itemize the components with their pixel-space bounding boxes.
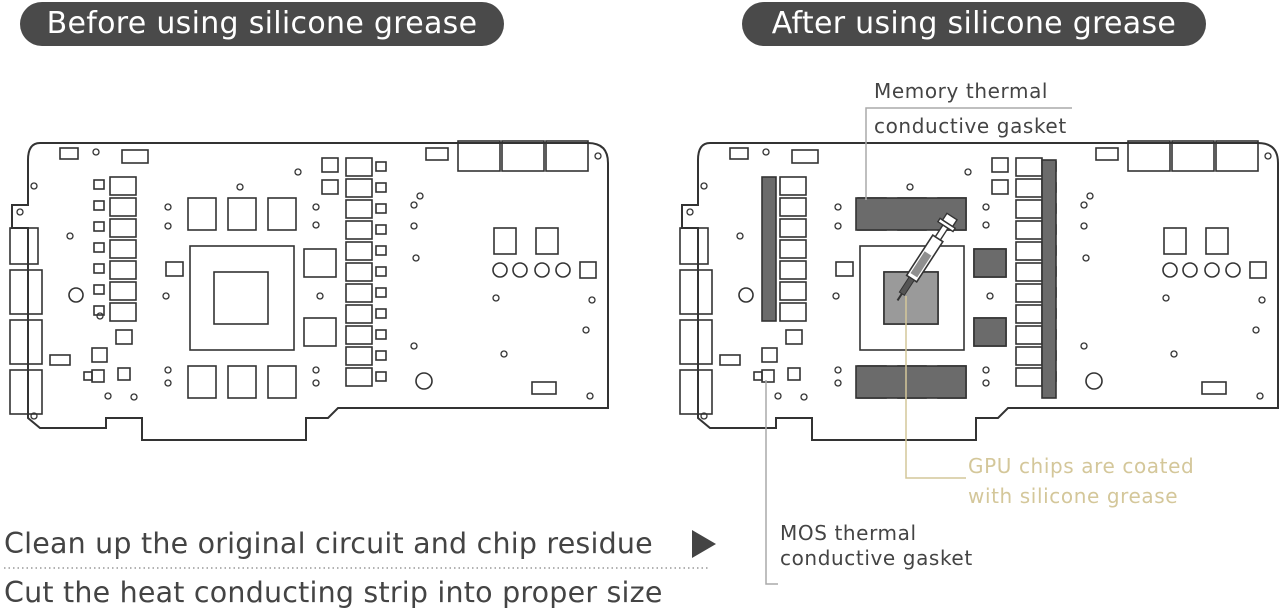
after-heading: After using silicone grease xyxy=(742,2,1206,46)
step-clean: Clean up the original circuit and chip r… xyxy=(4,527,653,560)
mos-label-line2: conductive gasket xyxy=(780,546,973,570)
syringe-icon xyxy=(896,212,958,301)
memory-label-line1: Memory thermal xyxy=(874,79,1049,103)
memory-label-line2: conductive gasket xyxy=(874,114,1067,138)
memory-gasket-side-top xyxy=(973,248,1007,278)
board-after xyxy=(679,140,1279,441)
mos-leader-line xyxy=(765,380,778,585)
mos-label-line1: MOS thermal xyxy=(780,521,917,545)
board-before xyxy=(9,140,609,441)
memory-gasket-bottom xyxy=(855,365,967,399)
step-cut: Cut the heat conducting strip into prope… xyxy=(4,576,663,609)
mos-gasket-left xyxy=(761,176,777,322)
arrow-right-icon xyxy=(692,530,716,558)
before-heading: Before using silicone grease xyxy=(20,2,504,46)
mos-gasket-right xyxy=(1041,159,1057,399)
memory-gasket-side-bottom xyxy=(973,317,1007,347)
gpu-label-line1: GPU chips are coated xyxy=(968,454,1195,478)
gpu-label-line2: with silicone grease xyxy=(968,484,1179,508)
gpu-leader-line xyxy=(905,296,966,479)
memory-leader-line xyxy=(865,107,1072,200)
